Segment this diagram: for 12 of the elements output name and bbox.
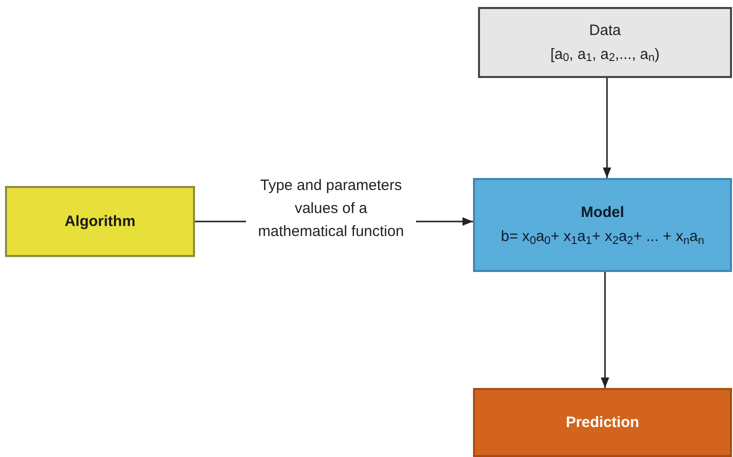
data-box (478, 7, 732, 78)
prediction-box (473, 388, 732, 457)
node-formula: b= x$_{0}$a$_{0}$+ x$_{1}$a$_{1}$+ x$_{2}$a$_{2}$+ ... + x$_{n}$a$_{n}$ (500, 227, 704, 249)
model-box (473, 178, 732, 272)
arrow (600, 272, 610, 388)
node-title: Prediction (566, 412, 640, 432)
arrow (602, 78, 612, 178)
node-title: Data (589, 20, 621, 40)
node-title: Algorithm (64, 212, 136, 232)
node-formula: [a$_{0}$, a$_{1}$, a$_{2}$,..., a$_{n}$) (550, 44, 660, 66)
node-title: Model (580, 203, 624, 223)
algorithm-box (5, 186, 195, 257)
